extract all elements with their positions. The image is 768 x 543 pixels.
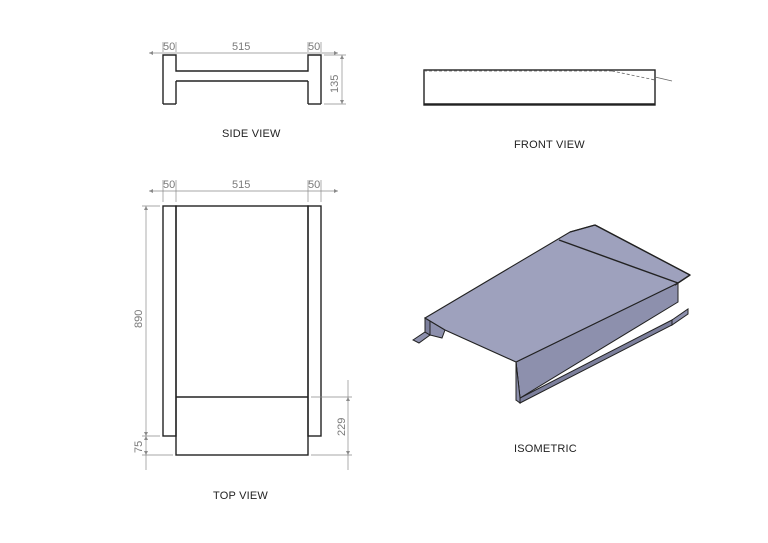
top-dim-right: 50 bbox=[308, 179, 320, 191]
side-view-label: SIDE VIEW bbox=[222, 128, 281, 140]
top-dim-left: 50 bbox=[163, 179, 175, 191]
front-view: FRONT VIEW bbox=[423, 69, 673, 151]
top-dim-step: 229 bbox=[336, 418, 348, 436]
top-view: 50 515 50 890 75 229 TOP VIEW bbox=[133, 179, 352, 502]
top-dim-middle: 515 bbox=[232, 179, 250, 191]
side-dim-right: 50 bbox=[308, 41, 320, 53]
side-dim-middle: 515 bbox=[232, 41, 250, 53]
front-view-outline bbox=[423, 69, 656, 106]
isometric-view: ISOMETRIC bbox=[412, 224, 692, 455]
side-dim-height: 135 bbox=[329, 75, 341, 93]
side-dim-left: 50 bbox=[163, 41, 175, 53]
top-view-outline bbox=[175, 205, 309, 456]
isometric-label: ISOMETRIC bbox=[514, 443, 577, 455]
side-view-outline bbox=[162, 54, 322, 104]
top-view-label: TOP VIEW bbox=[213, 490, 268, 502]
isometric-top-surface bbox=[423, 224, 692, 363]
front-view-label: FRONT VIEW bbox=[514, 139, 585, 151]
top-dim-tail: 75 bbox=[133, 441, 145, 453]
side-view: 50 515 50 135 SIDE VIEW bbox=[149, 41, 346, 140]
top-dim-length: 890 bbox=[133, 310, 145, 328]
